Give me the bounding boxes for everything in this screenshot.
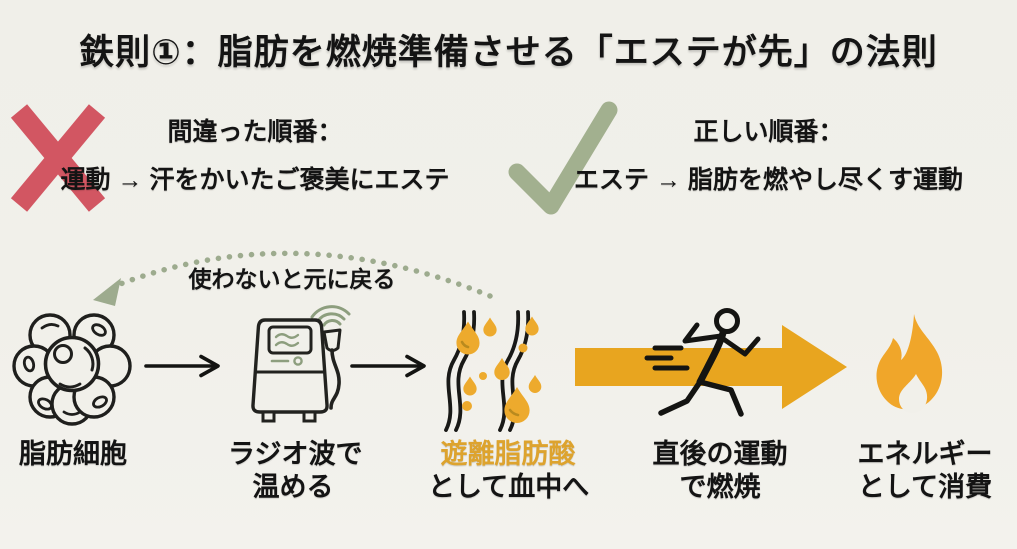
correct-order-detail: エステ → 脂肪を燃やし尽くす運動 <box>574 166 963 194</box>
correct-order-heading: 正しい順番： <box>693 118 844 146</box>
step-label-line1: 直後の運動 <box>652 439 788 469</box>
arrow-right-icon <box>350 354 426 378</box>
step-label-line1: 脂肪細胞 <box>19 439 127 469</box>
step-label-line1: エネルギー <box>857 439 993 469</box>
check-mark-icon <box>508 101 618 215</box>
wrong-order-block: 間違った順番： 運動 → 汗をかいたご褒美にエステ <box>0 112 510 196</box>
runner-on-arrow-icon <box>575 308 847 417</box>
step-label-radio-wave: ラジオ波で 温める <box>228 438 363 504</box>
radio-wave-machine-icon <box>251 305 351 423</box>
step-label-line1: ラジオ波で <box>228 439 363 469</box>
step-label-exercise: 直後の運動 で燃焼 <box>640 438 800 504</box>
step-label-line2: で燃焼 <box>679 472 761 502</box>
step-label-line2: 温める <box>252 472 334 502</box>
correct-order-block: 正しい順番： エステ → 脂肪を燃やし尽くす運動 <box>520 112 1017 196</box>
fatty-acid-droplets-icon <box>444 310 542 432</box>
handpiece-wand <box>322 328 342 352</box>
arrow-right-icon <box>144 354 220 378</box>
page-title: 鉄則①：脂肪を燃焼準備させる「エステが先」の法則 <box>79 33 938 72</box>
step-label-line1: 遊離脂肪酸 <box>440 439 576 469</box>
x-mark-icon <box>10 104 106 212</box>
runner-figure <box>644 308 761 417</box>
step-label-fat-cell: 脂肪細胞 <box>8 438 138 471</box>
revert-dotted-arrow-icon <box>93 250 493 306</box>
flame-icon <box>876 314 943 413</box>
fat-cell-icon <box>12 313 132 426</box>
step-label-line2: として消費 <box>857 472 993 502</box>
wrong-order-heading: 間違った順番： <box>167 118 343 146</box>
revert-note: 使わないと元に戻る <box>188 266 396 292</box>
step-label-line2: として血中へ <box>428 472 590 502</box>
step-label-energy: エネルギー として消費 <box>845 438 1005 504</box>
wrong-order-detail: 運動 → 汗をかいたご褒美にエステ <box>60 166 450 194</box>
step-label-fatty-acid: 遊離脂肪酸 として血中へ <box>428 438 590 504</box>
arrowhead <box>93 278 121 306</box>
